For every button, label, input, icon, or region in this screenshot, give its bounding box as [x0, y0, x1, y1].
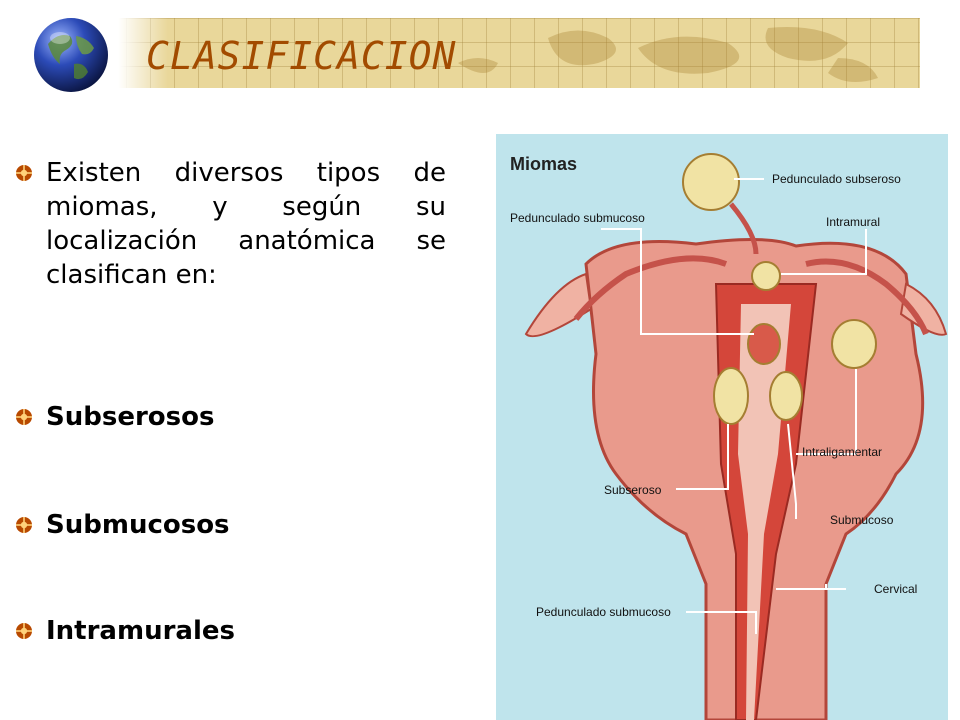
item-intramurales: Intramurales [46, 616, 235, 646]
gear-bullet-icon [16, 623, 32, 639]
world-map-texture [458, 27, 878, 82]
list-item: Submucosos [14, 508, 230, 542]
page-title: CLASIFICACION [146, 34, 457, 78]
label-subseroso: Subseroso [604, 483, 662, 497]
label-submucoso: Submucoso [830, 513, 894, 527]
banner-grid-texture [78, 18, 920, 88]
label-cervical: Cervical [874, 582, 917, 596]
label-intramural: Intramural [826, 215, 880, 229]
intro-text: Existen diversos tipos de miomas, y segú… [46, 158, 446, 290]
fibroid-nodules [682, 153, 877, 425]
item-subserosos: Subserosos [46, 402, 215, 432]
list-item: Intramurales [14, 614, 235, 648]
list-item: Subserosos [14, 400, 214, 434]
label-pedunculado-submucoso-bottom: Pedunculado submucoso [536, 605, 671, 619]
gear-bullet-icon [16, 517, 32, 533]
label-intraligamentar: Intraligamentar [802, 445, 882, 459]
label-pedunculado-submucoso-top: Pedunculado submucoso [510, 211, 645, 225]
globe-icon [34, 18, 108, 92]
label-pedunculado-subseroso: Pedunculado subseroso [772, 172, 901, 186]
illustration-heading: Miomas [510, 154, 577, 174]
gear-bullet-icon [16, 165, 32, 181]
item-submucosos: Submucosos [46, 510, 230, 540]
intro-bullet: Existen diversos tipos de miomas, y segú… [14, 156, 446, 292]
myoma-illustration: Miomas Pedunculado subseroso Pedunculado… [496, 134, 948, 720]
leader-lines [601, 178, 867, 634]
gear-bullet-icon [16, 409, 32, 425]
